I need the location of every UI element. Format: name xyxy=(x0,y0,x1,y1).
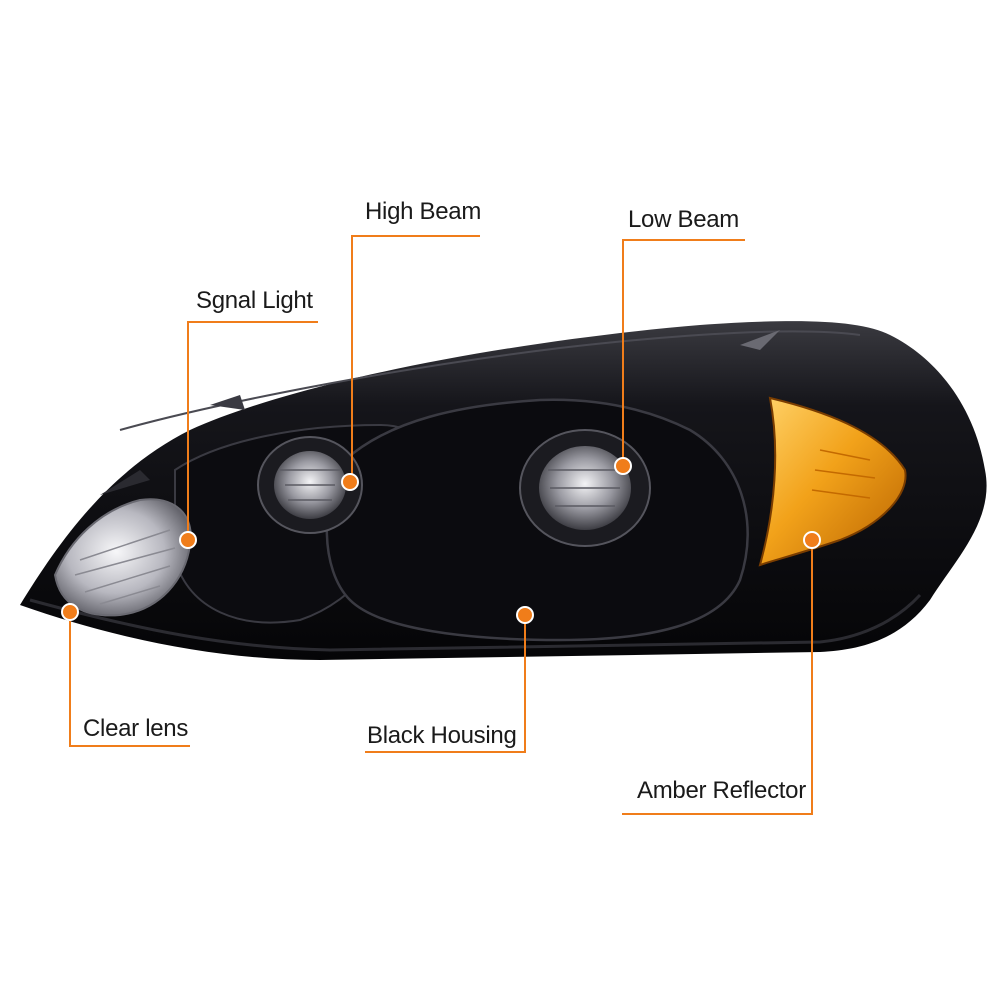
signal-light-label: Sgnal Light xyxy=(196,287,313,314)
high-beam-dot xyxy=(341,473,359,491)
high-beam-lamp xyxy=(257,436,363,534)
amber-reflector xyxy=(758,396,907,567)
clear-lens-label: Clear lens xyxy=(83,715,189,742)
black-housing-leader xyxy=(365,615,526,753)
amber-reflector-dot xyxy=(803,531,821,549)
low-beam-lamp xyxy=(519,429,651,547)
low-beam-leader xyxy=(622,239,745,466)
amber-reflector-leader xyxy=(622,540,813,815)
signal-light-leader xyxy=(187,321,318,540)
clear-lens-leader xyxy=(69,612,190,747)
low-beam-dot xyxy=(614,457,632,475)
black-housing-dot xyxy=(516,606,534,624)
callout-lines xyxy=(69,235,813,815)
low-beam-label: Low Beam xyxy=(628,206,739,233)
amber-reflector-label: Amber Reflector xyxy=(637,777,806,804)
clear-lens-dot xyxy=(61,603,79,621)
high-beam-label: High Beam xyxy=(365,198,482,225)
signal-light-dot xyxy=(179,531,197,549)
black-housing-label: Black Housing xyxy=(367,722,517,749)
high-beam-leader xyxy=(351,235,480,482)
callout-dots xyxy=(61,457,821,624)
